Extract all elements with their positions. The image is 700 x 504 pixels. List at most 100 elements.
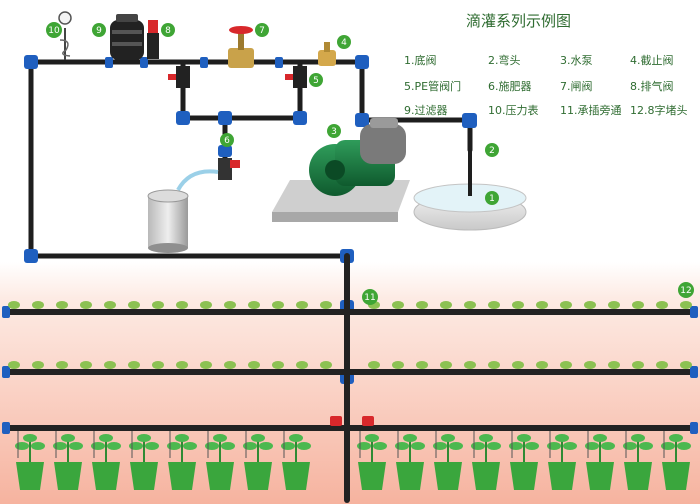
seedling bbox=[632, 361, 644, 369]
seedling bbox=[584, 301, 596, 309]
seedling bbox=[32, 361, 44, 369]
potted-plant bbox=[357, 431, 387, 490]
seedling bbox=[680, 361, 692, 369]
legend-item: 6.施肥器 bbox=[488, 80, 532, 93]
svg-text:7: 7 bbox=[259, 26, 265, 36]
seedling bbox=[176, 361, 188, 369]
seedling bbox=[200, 361, 212, 369]
seedlings bbox=[8, 301, 692, 369]
seedling bbox=[416, 301, 428, 309]
seedling bbox=[320, 361, 332, 369]
svg-text:11: 11 bbox=[364, 293, 375, 303]
seedling bbox=[296, 361, 308, 369]
potted-plant bbox=[243, 431, 273, 490]
fertilizer-injector bbox=[176, 158, 240, 192]
seedling bbox=[248, 301, 260, 309]
svg-text:9: 9 bbox=[96, 26, 102, 36]
water-pool bbox=[413, 150, 527, 231]
legend-item: 4.截止阀 bbox=[630, 54, 674, 67]
badge-2: 2 bbox=[485, 143, 499, 157]
svg-text:1: 1 bbox=[489, 194, 495, 204]
potted-plant bbox=[53, 431, 83, 490]
seedling bbox=[176, 301, 188, 309]
legend-item: 2.弯头 bbox=[488, 54, 521, 67]
seedling bbox=[56, 361, 68, 369]
seedling bbox=[512, 301, 524, 309]
badges: 1 2 3 4 5 6 7 8 9 10 11 12 bbox=[46, 22, 694, 305]
legend-item: 3.水泵 bbox=[560, 54, 593, 67]
badge-4: 4 bbox=[337, 35, 351, 49]
svg-text:8: 8 bbox=[165, 26, 171, 36]
legend-item: 8.排气阀 bbox=[630, 80, 674, 93]
gate-valve bbox=[228, 26, 254, 68]
legend-item: 10.压力表 bbox=[488, 104, 539, 117]
seedling bbox=[128, 361, 140, 369]
potted-plant bbox=[547, 431, 577, 490]
seedling bbox=[536, 301, 548, 309]
svg-text:6: 6 bbox=[224, 136, 230, 146]
seedling bbox=[32, 301, 44, 309]
legend-item: 11.承插旁通 bbox=[560, 104, 622, 117]
seedling bbox=[584, 361, 596, 369]
seedling bbox=[320, 301, 332, 309]
seedling bbox=[536, 361, 548, 369]
seedling bbox=[560, 301, 572, 309]
potted-plant bbox=[91, 431, 121, 490]
seedling bbox=[200, 301, 212, 309]
potted-plant bbox=[15, 431, 45, 490]
seedling bbox=[416, 361, 428, 369]
seedling bbox=[8, 301, 20, 309]
badge-7: 7 bbox=[255, 23, 269, 37]
potted-plant bbox=[281, 431, 311, 490]
seedling bbox=[80, 361, 92, 369]
seedling bbox=[464, 301, 476, 309]
seedling bbox=[392, 361, 404, 369]
diagram-title: 滴灌系列示例图 bbox=[466, 12, 572, 30]
water-pump bbox=[309, 118, 406, 196]
seedling bbox=[248, 361, 260, 369]
potted-plant bbox=[585, 431, 615, 490]
potted-plant bbox=[509, 431, 539, 490]
seedling bbox=[272, 301, 284, 309]
seedling bbox=[296, 301, 308, 309]
badge-6: 6 bbox=[220, 133, 234, 147]
seedling bbox=[80, 301, 92, 309]
svg-text:5: 5 bbox=[313, 76, 319, 86]
seedling bbox=[560, 361, 572, 369]
seedling bbox=[632, 301, 644, 309]
badge-9: 9 bbox=[92, 23, 106, 37]
potted-plant bbox=[395, 431, 425, 490]
seedling bbox=[608, 361, 620, 369]
legend-item: 9.过滤器 bbox=[404, 104, 448, 117]
badge-8: 8 bbox=[161, 23, 175, 37]
badge-5: 5 bbox=[309, 73, 323, 87]
potted-plants bbox=[15, 431, 691, 490]
seedling bbox=[656, 301, 668, 309]
fertilizer-bucket bbox=[147, 189, 189, 253]
drip-lines bbox=[3, 253, 697, 503]
badge-3: 3 bbox=[327, 124, 341, 138]
potted-plant bbox=[623, 431, 653, 490]
stop-valve bbox=[318, 42, 336, 66]
potted-plant bbox=[167, 431, 197, 490]
seedling bbox=[440, 301, 452, 309]
seedling bbox=[152, 361, 164, 369]
end-caps bbox=[2, 306, 698, 434]
seedling bbox=[488, 361, 500, 369]
potted-plant bbox=[471, 431, 501, 490]
seedling bbox=[224, 301, 236, 309]
potted-plant bbox=[205, 431, 235, 490]
potted-plant bbox=[129, 431, 159, 490]
seedling bbox=[464, 361, 476, 369]
seedling bbox=[224, 361, 236, 369]
seedling bbox=[128, 301, 140, 309]
svg-text:10: 10 bbox=[48, 26, 60, 36]
pe-valves bbox=[168, 66, 307, 88]
pressure-gauge bbox=[58, 11, 72, 60]
seedling bbox=[680, 301, 692, 309]
badge-11: 11 bbox=[362, 289, 378, 305]
svg-text:2: 2 bbox=[489, 146, 495, 156]
badge-12: 12 bbox=[678, 282, 694, 298]
